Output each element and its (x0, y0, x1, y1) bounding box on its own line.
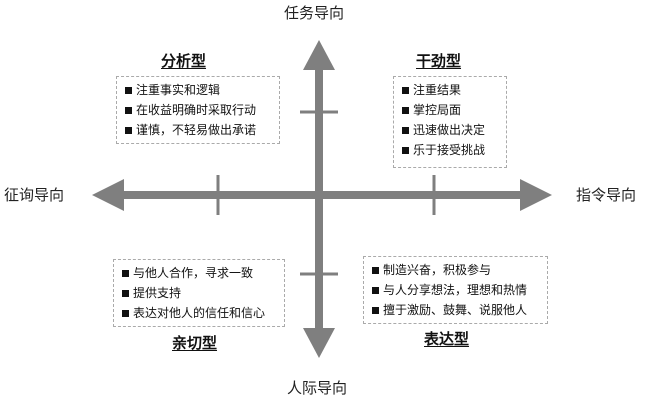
trait-text: 注重结果 (413, 83, 462, 97)
bullet-icon (125, 86, 132, 94)
right-arrowhead (520, 179, 552, 211)
quadrant-title-bottom-right: 表达型 (424, 330, 470, 348)
trait-item: 掌控局面 (402, 100, 498, 120)
trait-list-top-right: 注重结果 掌控局面 迅速做出决定 乐于接受挑战 (402, 80, 498, 160)
trait-item: 提供支持 (122, 283, 276, 303)
axis-label-left: 征询导向 (4, 186, 65, 204)
trait-item: 注重结果 (402, 80, 498, 100)
trait-item: 迅速做出决定 (402, 120, 498, 140)
trait-list-bottom-right: 制造兴奋，积极参与 与人分享想法，理想和热情 擅于激励、鼓舞、说服他人 (372, 260, 539, 320)
trait-text: 与人分享想法，理想和热情 (383, 283, 528, 297)
bullet-icon (122, 309, 129, 317)
trait-item: 制造兴奋，积极参与 (372, 260, 539, 280)
trait-list-top-left: 注重事实和逻辑 在收益明确时采取行动 谨慎，不轻易做出承诺 (125, 80, 271, 140)
trait-item: 表达对他人的信任和信心 (122, 303, 276, 323)
top-arrowhead (303, 40, 335, 70)
trait-text: 谨慎，不轻易做出承诺 (136, 123, 257, 137)
axis-label-right: 指令导向 (576, 186, 637, 204)
quadrant-title-bottom-left: 亲切型 (172, 334, 218, 352)
trait-item: 擅于激励、鼓舞、说服他人 (372, 300, 539, 320)
trait-box-top-left: 注重事实和逻辑 在收益明确时采取行动 谨慎，不轻易做出承诺 (116, 76, 280, 144)
bullet-icon (372, 306, 379, 314)
bullet-icon (402, 106, 409, 114)
bullet-icon (122, 289, 129, 297)
trait-item: 与人分享想法，理想和热情 (372, 280, 539, 300)
trait-box-bottom-right: 制造兴奋，积极参与 与人分享想法，理想和热情 擅于激励、鼓舞、说服他人 (363, 256, 548, 324)
trait-text: 与他人合作，寻求一致 (133, 266, 254, 280)
bullet-icon (125, 106, 132, 114)
trait-text: 注重事实和逻辑 (136, 83, 221, 97)
left-arrowhead (92, 179, 124, 211)
bullet-icon (122, 269, 129, 277)
trait-box-bottom-left: 与他人合作，寻求一致 提供支持 表达对他人的信任和信心 (113, 259, 285, 327)
axis-label-bottom: 人际导向 (287, 379, 348, 397)
trait-item: 与他人合作，寻求一致 (122, 263, 276, 283)
trait-text: 掌控局面 (413, 103, 462, 117)
trait-list-bottom-left: 与他人合作，寻求一致 提供支持 表达对他人的信任和信心 (122, 263, 276, 323)
trait-text: 乐于接受挑战 (413, 143, 486, 157)
trait-item: 谨慎，不轻易做出承诺 (125, 120, 271, 140)
bullet-icon (372, 286, 379, 294)
trait-text: 制造兴奋，积极参与 (383, 263, 492, 277)
bullet-icon (402, 126, 409, 134)
quadrant-title-top-right: 干劲型 (416, 52, 462, 70)
trait-box-top-right: 注重结果 掌控局面 迅速做出决定 乐于接受挑战 (393, 76, 507, 168)
bullet-icon (402, 86, 409, 94)
bullet-icon (372, 266, 379, 274)
trait-text: 迅速做出决定 (413, 123, 486, 137)
trait-item: 在收益明确时采取行动 (125, 100, 271, 120)
trait-text: 表达对他人的信任和信心 (133, 306, 266, 320)
quadrant-title-top-left: 分析型 (161, 52, 207, 70)
bullet-icon (402, 146, 409, 154)
axis-label-top: 任务导向 (284, 4, 345, 22)
bottom-arrowhead (303, 328, 335, 358)
trait-item: 注重事实和逻辑 (125, 80, 271, 100)
trait-text: 擅于激励、鼓舞、说服他人 (383, 303, 528, 317)
trait-item: 乐于接受挑战 (402, 140, 498, 160)
trait-text: 提供支持 (133, 286, 182, 300)
trait-text: 在收益明确时采取行动 (136, 103, 257, 117)
bullet-icon (125, 126, 132, 134)
